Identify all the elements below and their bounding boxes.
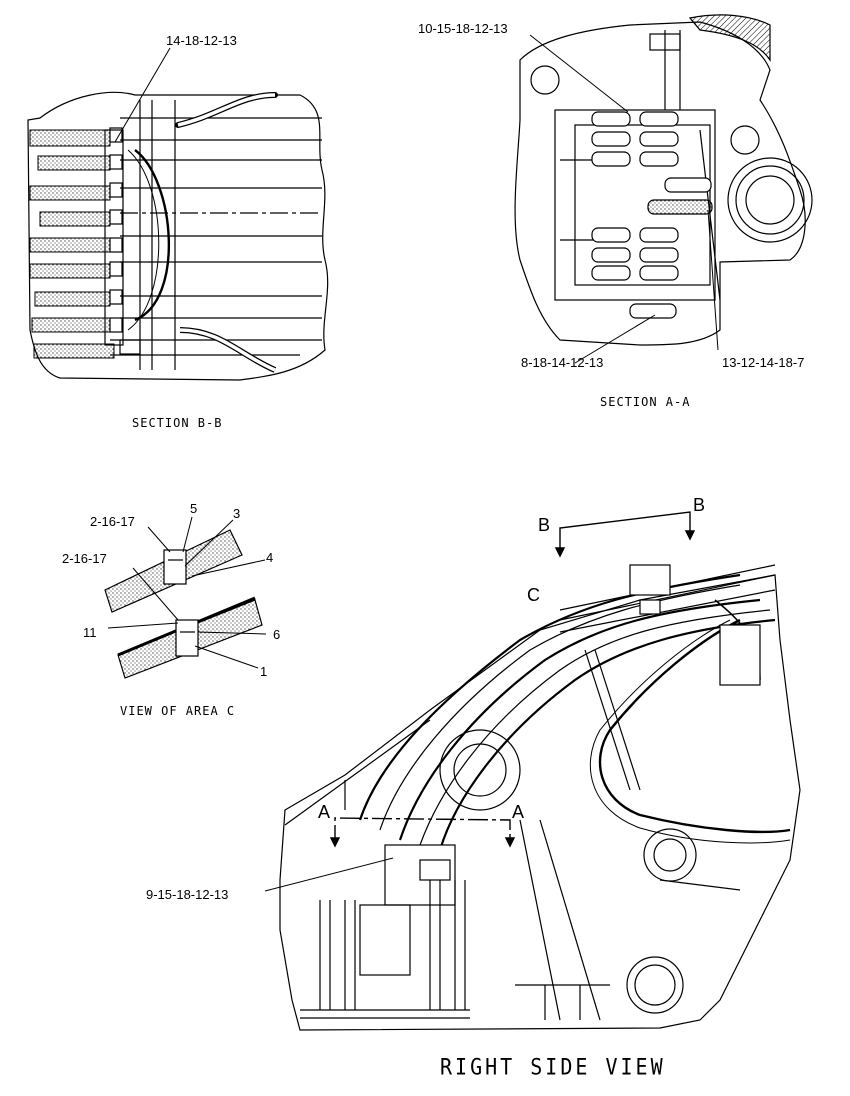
callout-6: 6 <box>273 627 281 642</box>
section-aa-drawing <box>514 14 813 346</box>
callout-4: 4 <box>266 550 274 565</box>
caption-section-bb: SECTION B-B <box>132 416 223 430</box>
callout-11: 11 <box>83 625 97 640</box>
section-bb-hoses <box>29 129 115 359</box>
section-cut-lines <box>329 511 696 848</box>
callout-2-16-17-lower: 2-16-17 <box>62 551 107 566</box>
area-c-drawing <box>104 529 263 679</box>
caption-view-of-area-c: VIEW OF AREA C <box>120 704 236 718</box>
caption-section-aa: SECTION A-A <box>600 395 691 409</box>
callout-2-16-17-upper: 2-16-17 <box>90 514 135 529</box>
callout-5: 5 <box>190 501 198 516</box>
callout-10-15-18-12-13: 10-15-18-12-13 <box>418 21 508 36</box>
section-marker-a-left: A <box>318 802 331 822</box>
section-marker-b-left: B <box>538 515 551 535</box>
callout-1: 1 <box>260 664 268 679</box>
leader-lines <box>107 34 719 892</box>
section-marker-b-right: B <box>693 495 706 515</box>
section-marker-c: C <box>527 585 540 605</box>
callout-14-18-12-13: 14-18-12-13 <box>166 33 237 48</box>
callout-8-18-14-12-13: 8-18-14-12-13 <box>521 355 604 370</box>
caption-right-side-view: RIGHT SIDE VIEW <box>440 1053 666 1081</box>
callout-9-15-18-12-13: 9-15-18-12-13 <box>146 887 229 902</box>
callout-13-12-14-18-7: 13-12-14-18-7 <box>722 355 805 370</box>
section-marker-a-right: A <box>512 802 525 822</box>
section-bb-drawing <box>27 91 329 381</box>
callout-3: 3 <box>233 506 241 521</box>
right-side-view-drawing <box>279 564 801 1031</box>
section-aa-fittings <box>591 111 713 319</box>
